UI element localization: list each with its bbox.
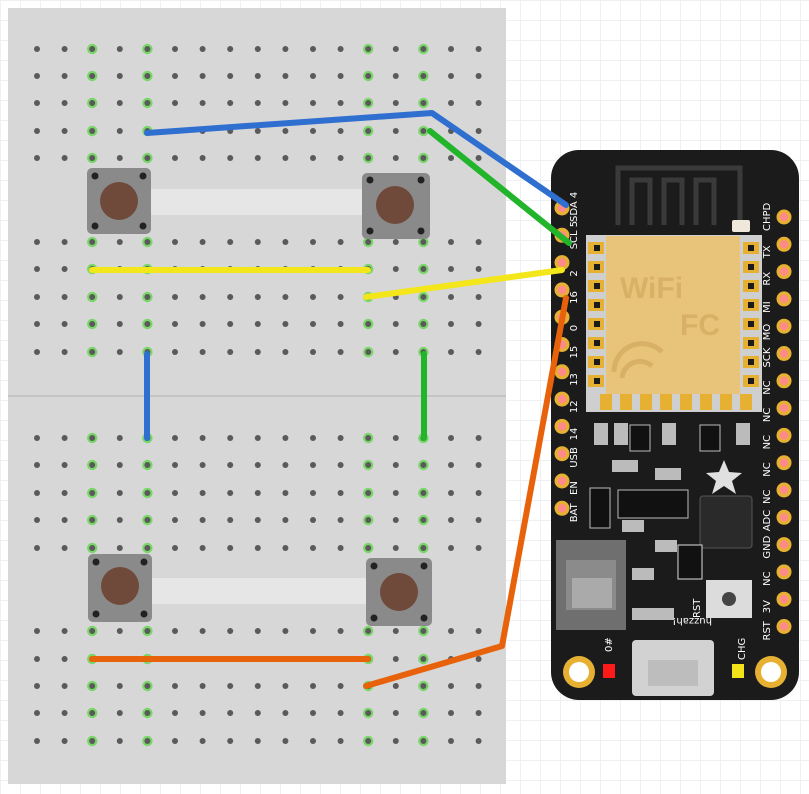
- right-pin-label: RST: [762, 620, 773, 640]
- huzzah-label: huzzah!: [672, 615, 712, 626]
- push-button-top-left[interactable]: [87, 168, 362, 234]
- right-pin-label: NC: [762, 408, 773, 422]
- right-pin-label: SCK: [762, 347, 773, 367]
- fcc-logo-text: FC: [680, 309, 720, 342]
- right-pin-label: NC: [762, 490, 773, 504]
- right-pin-label: NC: [762, 571, 773, 585]
- right-pin-label: RX: [762, 272, 773, 286]
- left-pin-label: USB: [569, 447, 580, 468]
- left-pin-label: 0: [569, 325, 580, 331]
- yellow-wire-to-board[interactable]: [363, 267, 565, 300]
- left-pin-label: 13: [569, 373, 580, 386]
- left-pin-label: 16: [569, 291, 580, 304]
- right-pin-label: NC: [762, 462, 773, 476]
- wifi-logo-text: WiFi: [620, 272, 683, 305]
- right-pin-label: NC: [762, 380, 773, 394]
- left-pin-label: 12: [569, 400, 580, 413]
- push-button-top-right[interactable]: [362, 173, 430, 239]
- left-pin-label: EN: [569, 481, 580, 495]
- left-pin-label: SCL 5: [569, 221, 580, 249]
- feather-huzzah-board: WiFi FC RST 0# CHG huzzah: [551, 150, 799, 700]
- wires: [89, 110, 572, 689]
- chg-label: CHG: [737, 638, 748, 660]
- right-pin-label: CHPD: [762, 202, 773, 231]
- right-pin-label: GND: [762, 535, 773, 558]
- rst-button-label: RST: [692, 598, 703, 618]
- push-button-bottom-right[interactable]: [366, 558, 432, 626]
- blue-wire[interactable]: [144, 110, 569, 208]
- green-wire[interactable]: [427, 128, 572, 246]
- orange-wire-to-board[interactable]: [363, 295, 569, 689]
- red-led: [603, 664, 615, 678]
- left-pin-label: BAT: [569, 502, 580, 522]
- left-pin-label: SDA 4: [569, 192, 580, 222]
- left-pin-label: 15: [569, 346, 580, 359]
- yellow-led: [732, 664, 744, 678]
- right-pin-label: MI: [762, 301, 773, 313]
- led-zero-label: 0#: [604, 637, 615, 652]
- right-pin-label: MO: [762, 324, 773, 341]
- right-pin-label: 3V: [762, 600, 773, 613]
- right-pin-label: TX: [762, 245, 773, 259]
- push-button-bottom-left[interactable]: [88, 554, 368, 622]
- left-pin-label: 2: [569, 270, 580, 276]
- right-pin-label: ADC: [762, 510, 773, 532]
- right-pin-label: NC: [762, 435, 773, 449]
- left-pin-label: 14: [569, 428, 580, 441]
